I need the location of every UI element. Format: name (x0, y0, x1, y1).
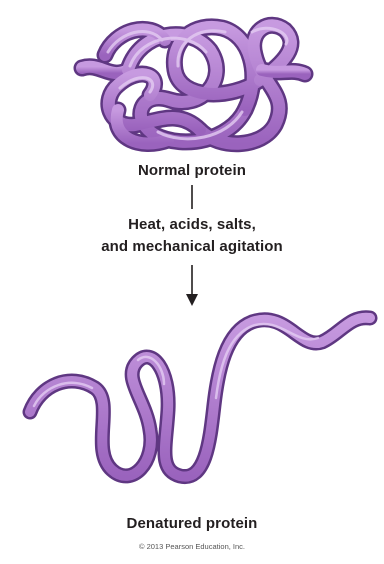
normal-protein-label: Normal protein (0, 161, 384, 180)
denaturing-conditions-line2: and mechanical agitation (0, 237, 384, 256)
copyright-credit: © 2013 Pearson Education, Inc. (0, 542, 384, 552)
arrow-head (186, 294, 198, 306)
normal-protein-illustration (82, 25, 305, 143)
denatured-protein-label: Denatured protein (0, 514, 384, 533)
denatured-protein-illustration (30, 318, 370, 477)
denaturing-conditions-line1: Heat, acids, salts, (0, 215, 384, 234)
